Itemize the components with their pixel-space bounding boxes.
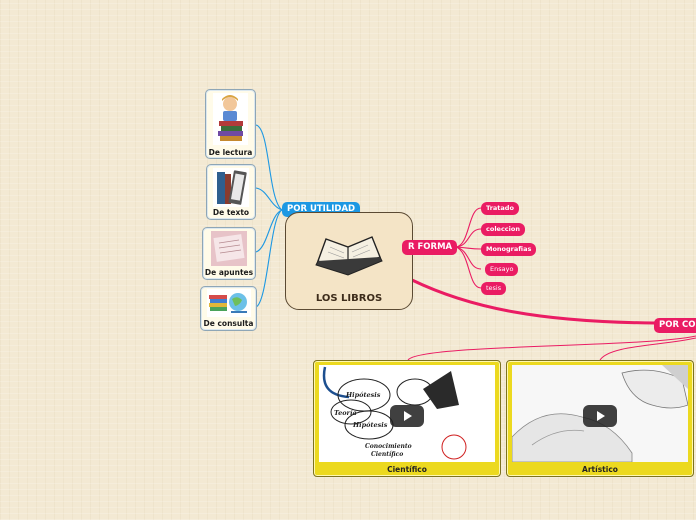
- video-card-artistico[interactable]: Artístico: [506, 360, 694, 477]
- books-globe-icon: [207, 289, 251, 317]
- node-label: De apuntes: [203, 268, 255, 277]
- sketch-word: Conocimiento: [365, 443, 412, 450]
- link-contenido: [412, 280, 655, 323]
- open-book-icon: [312, 231, 386, 279]
- subtopic-ensayo[interactable]: Ensayo: [485, 263, 518, 276]
- central-title: LOS LIBROS: [286, 293, 412, 304]
- link-ensayo: [456, 247, 481, 269]
- sketch-word: Teoría: [334, 409, 357, 417]
- link-de-texto: [256, 188, 282, 210]
- node-de-consulta[interactable]: De consulta: [200, 286, 257, 331]
- link-coleccion: [456, 229, 481, 247]
- subtopic-monografias[interactable]: Monografias: [481, 243, 536, 256]
- sketch-word: Hipótesis: [345, 391, 381, 399]
- link-tesis: [456, 247, 481, 288]
- subtopic-tratado[interactable]: Tratado: [481, 202, 519, 215]
- video-label: Artístico: [507, 465, 693, 474]
- link-cientifico: [408, 336, 696, 360]
- book-stack-icon: [213, 168, 249, 207]
- node-de-lectura[interactable]: De lectura: [205, 89, 256, 159]
- notebook-icon: [211, 231, 247, 266]
- subtopic-coleccion[interactable]: coleccion: [481, 223, 525, 236]
- subtopic-tesis[interactable]: tesis: [481, 282, 506, 295]
- video-label: Científico: [314, 465, 500, 474]
- link-tratado: [456, 208, 481, 247]
- link-de-lectura: [256, 125, 282, 210]
- node-de-texto[interactable]: De texto: [206, 164, 256, 220]
- topic-por-contenido[interactable]: POR COI: [654, 318, 696, 333]
- topic-por-forma[interactable]: R FORMA: [402, 240, 457, 255]
- node-label: De texto: [207, 208, 255, 217]
- node-label: De lectura: [206, 148, 255, 157]
- video-thumbnail: Hipótesis Teoría Hipótesis Conocimiento …: [319, 365, 495, 462]
- play-icon[interactable]: [390, 405, 424, 427]
- sketch-word: Hipótesis: [352, 421, 388, 429]
- link-de-consulta: [256, 210, 282, 307]
- video-thumbnail: [512, 365, 688, 462]
- play-icon[interactable]: [583, 405, 617, 427]
- node-label: De consulta: [201, 319, 256, 328]
- node-de-apuntes[interactable]: De apuntes: [202, 227, 256, 280]
- sketch-word: Científico: [371, 451, 403, 458]
- central-node[interactable]: LOS LIBROS: [285, 212, 413, 310]
- video-card-cientifico[interactable]: Hipótesis Teoría Hipótesis Conocimiento …: [313, 360, 501, 477]
- child-reading-books-icon: [213, 93, 248, 145]
